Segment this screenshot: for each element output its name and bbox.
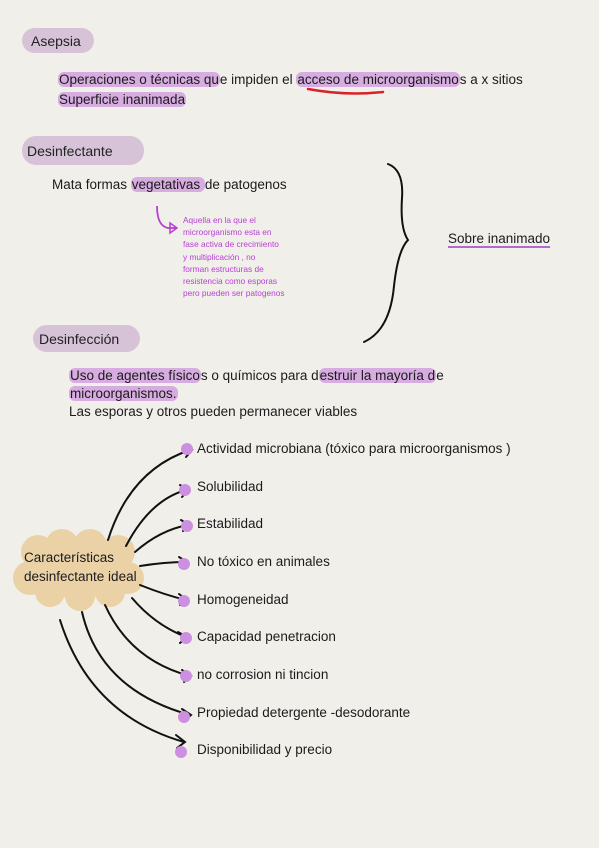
desinfectante-text: Mata formas bbox=[52, 177, 131, 192]
desinfeccion-line2: microorganismos. bbox=[69, 386, 178, 401]
highlight-destruir: estruir la mayoría d bbox=[318, 368, 437, 383]
bullet-dot bbox=[178, 711, 190, 723]
cloud-shape bbox=[13, 529, 144, 611]
desinfectante-heading-blob bbox=[22, 136, 144, 165]
cloud-label-line2: desinfectante ideal bbox=[24, 569, 137, 584]
bullet-dot bbox=[181, 520, 193, 532]
list-item: Disponibilidad y precio bbox=[197, 742, 333, 757]
list-item: Actividad microbiana (tóxico para microo… bbox=[197, 441, 511, 456]
bullet-dot bbox=[175, 746, 187, 758]
note-line: Aquella en la que el bbox=[183, 215, 256, 225]
list-item: no corrosion ni tincion bbox=[197, 667, 329, 682]
highlight-agentes: Uso de agentes físico bbox=[69, 368, 201, 383]
bullet-dot bbox=[179, 484, 191, 496]
list-item: Solubilidad bbox=[197, 479, 264, 494]
bullet-dot bbox=[180, 632, 192, 644]
list-item: Estabilidad bbox=[197, 516, 264, 531]
bullet-dot bbox=[178, 595, 190, 607]
cloud-label-line1: Características bbox=[24, 550, 115, 565]
note-line: fase activa de crecimiento bbox=[183, 239, 279, 250]
note-line: microorganismo esta en bbox=[183, 227, 272, 238]
highlight-microorganismos: microorganismos. bbox=[69, 386, 178, 401]
list-item: No tóxico en animales bbox=[197, 554, 330, 569]
asepsia-heading: Asepsia bbox=[31, 33, 81, 49]
highlight-operaciones: Operaciones o técnicas qu bbox=[58, 72, 220, 87]
list-item: Propiedad detergente -desodorante bbox=[197, 705, 411, 720]
hook-arrow bbox=[156, 205, 176, 229]
asepsia-definition: Operaciones o técnicas que impiden el ac… bbox=[58, 72, 523, 87]
bullet-dot bbox=[181, 443, 193, 455]
list-item: Homogeneidad bbox=[197, 592, 289, 607]
desinfeccion-line3: Las esporas y otros pueden permanecer vi… bbox=[69, 404, 358, 419]
highlight-acceso: acceso de microorganismo bbox=[296, 72, 460, 87]
asepsia-text: e impiden el bbox=[219, 72, 297, 87]
desinfectante-text-end: de patogenos bbox=[204, 177, 287, 192]
desinfeccion-heading: Desinfección bbox=[39, 331, 120, 347]
note-line: pero pueden ser patogenos bbox=[183, 288, 285, 299]
desinfeccion-definition: Uso de agentes físicos o químicos para d… bbox=[69, 368, 444, 383]
bullet-dot bbox=[178, 558, 190, 570]
note-line: y multiplicación , no bbox=[183, 251, 256, 262]
desinfeccion-heading-blob bbox=[33, 325, 140, 352]
brace bbox=[363, 163, 410, 343]
sobre-inanimado-label: Sobre inanimado bbox=[448, 231, 551, 246]
note-line: resistencia como esporas bbox=[183, 276, 278, 287]
asepsia-superficie: Superficie inanimada bbox=[58, 92, 187, 107]
asepsia-heading-blob bbox=[22, 28, 94, 53]
highlight-vegetativas: vegetativas bbox=[130, 177, 205, 192]
highlight-superficie: Superficie inanimada bbox=[58, 92, 187, 107]
desinfeccion-text-end: e bbox=[436, 368, 444, 383]
desinfectante-heading: Desinfectante bbox=[27, 143, 113, 159]
red-underline bbox=[306, 87, 385, 95]
bullet-dot bbox=[180, 670, 192, 682]
note-line: forman estructuras de bbox=[183, 263, 264, 274]
desinfectante-definition: Mata formas vegetativas de patogenos bbox=[52, 177, 287, 192]
vegetativas-note: Aquella en la que el microorganismo esta… bbox=[183, 214, 285, 299]
desinfeccion-text: s o químicos para d bbox=[200, 368, 319, 383]
asepsia-text-end: s a x sitios bbox=[459, 72, 523, 87]
list-item: Capacidad penetracion bbox=[197, 629, 336, 644]
